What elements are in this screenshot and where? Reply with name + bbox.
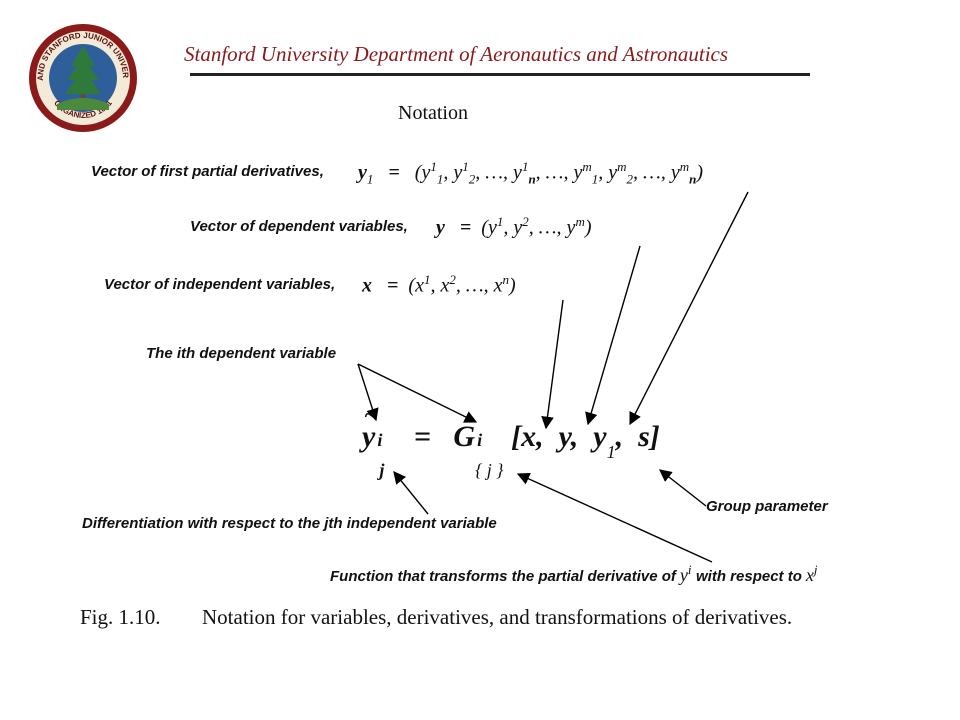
arrow-y-def	[585, 245, 641, 426]
function-annotation-text: Function that transforms the partial der…	[330, 568, 676, 585]
stanford-seal-logo: LELAND STANFORD JUNIOR UNIVERSITY ORGANI…	[27, 22, 137, 132]
group-parameter-annotation: Group parameter	[706, 498, 828, 515]
independent-equation: x = (x1, x2, …, xn)	[362, 272, 516, 297]
arrow-y1-def	[629, 191, 749, 426]
differentiation-annotation: Differentiation with respect to the jth …	[82, 515, 497, 532]
dependent-label: Vector of dependent variables,	[190, 218, 408, 235]
first-partials-label: Vector of first partial derivatives,	[91, 163, 324, 180]
first-partials-equation: y1 = (y11, y12, …, y1n, …, ym1, ym2, …, …	[358, 159, 704, 187]
ith-dependent-annotation: The ith dependent variable	[146, 345, 337, 362]
caption-text: Notation for variables, derivatives, and…	[202, 605, 793, 629]
arrow-ith-to-g	[357, 363, 478, 423]
arrow-group-param	[659, 469, 707, 507]
function-annotation-wrt: with respect to	[696, 568, 802, 585]
caption-number: Fig. 1.10.	[80, 605, 161, 629]
arrow-x-def	[541, 299, 564, 430]
independent-label: Vector of independent variables,	[104, 276, 336, 293]
arrow-function	[516, 472, 713, 563]
arrow-differentiation	[393, 471, 429, 515]
header-rule	[190, 73, 810, 76]
arrow-ith-to-y	[357, 363, 379, 422]
slide-title: Notation	[398, 102, 468, 124]
dependent-equation: y = (y1, y2, …, ym)	[436, 214, 592, 239]
function-annotation: Function that transforms the partial der…	[330, 562, 818, 585]
header-title: Stanford University Department of Aerona…	[184, 42, 729, 66]
